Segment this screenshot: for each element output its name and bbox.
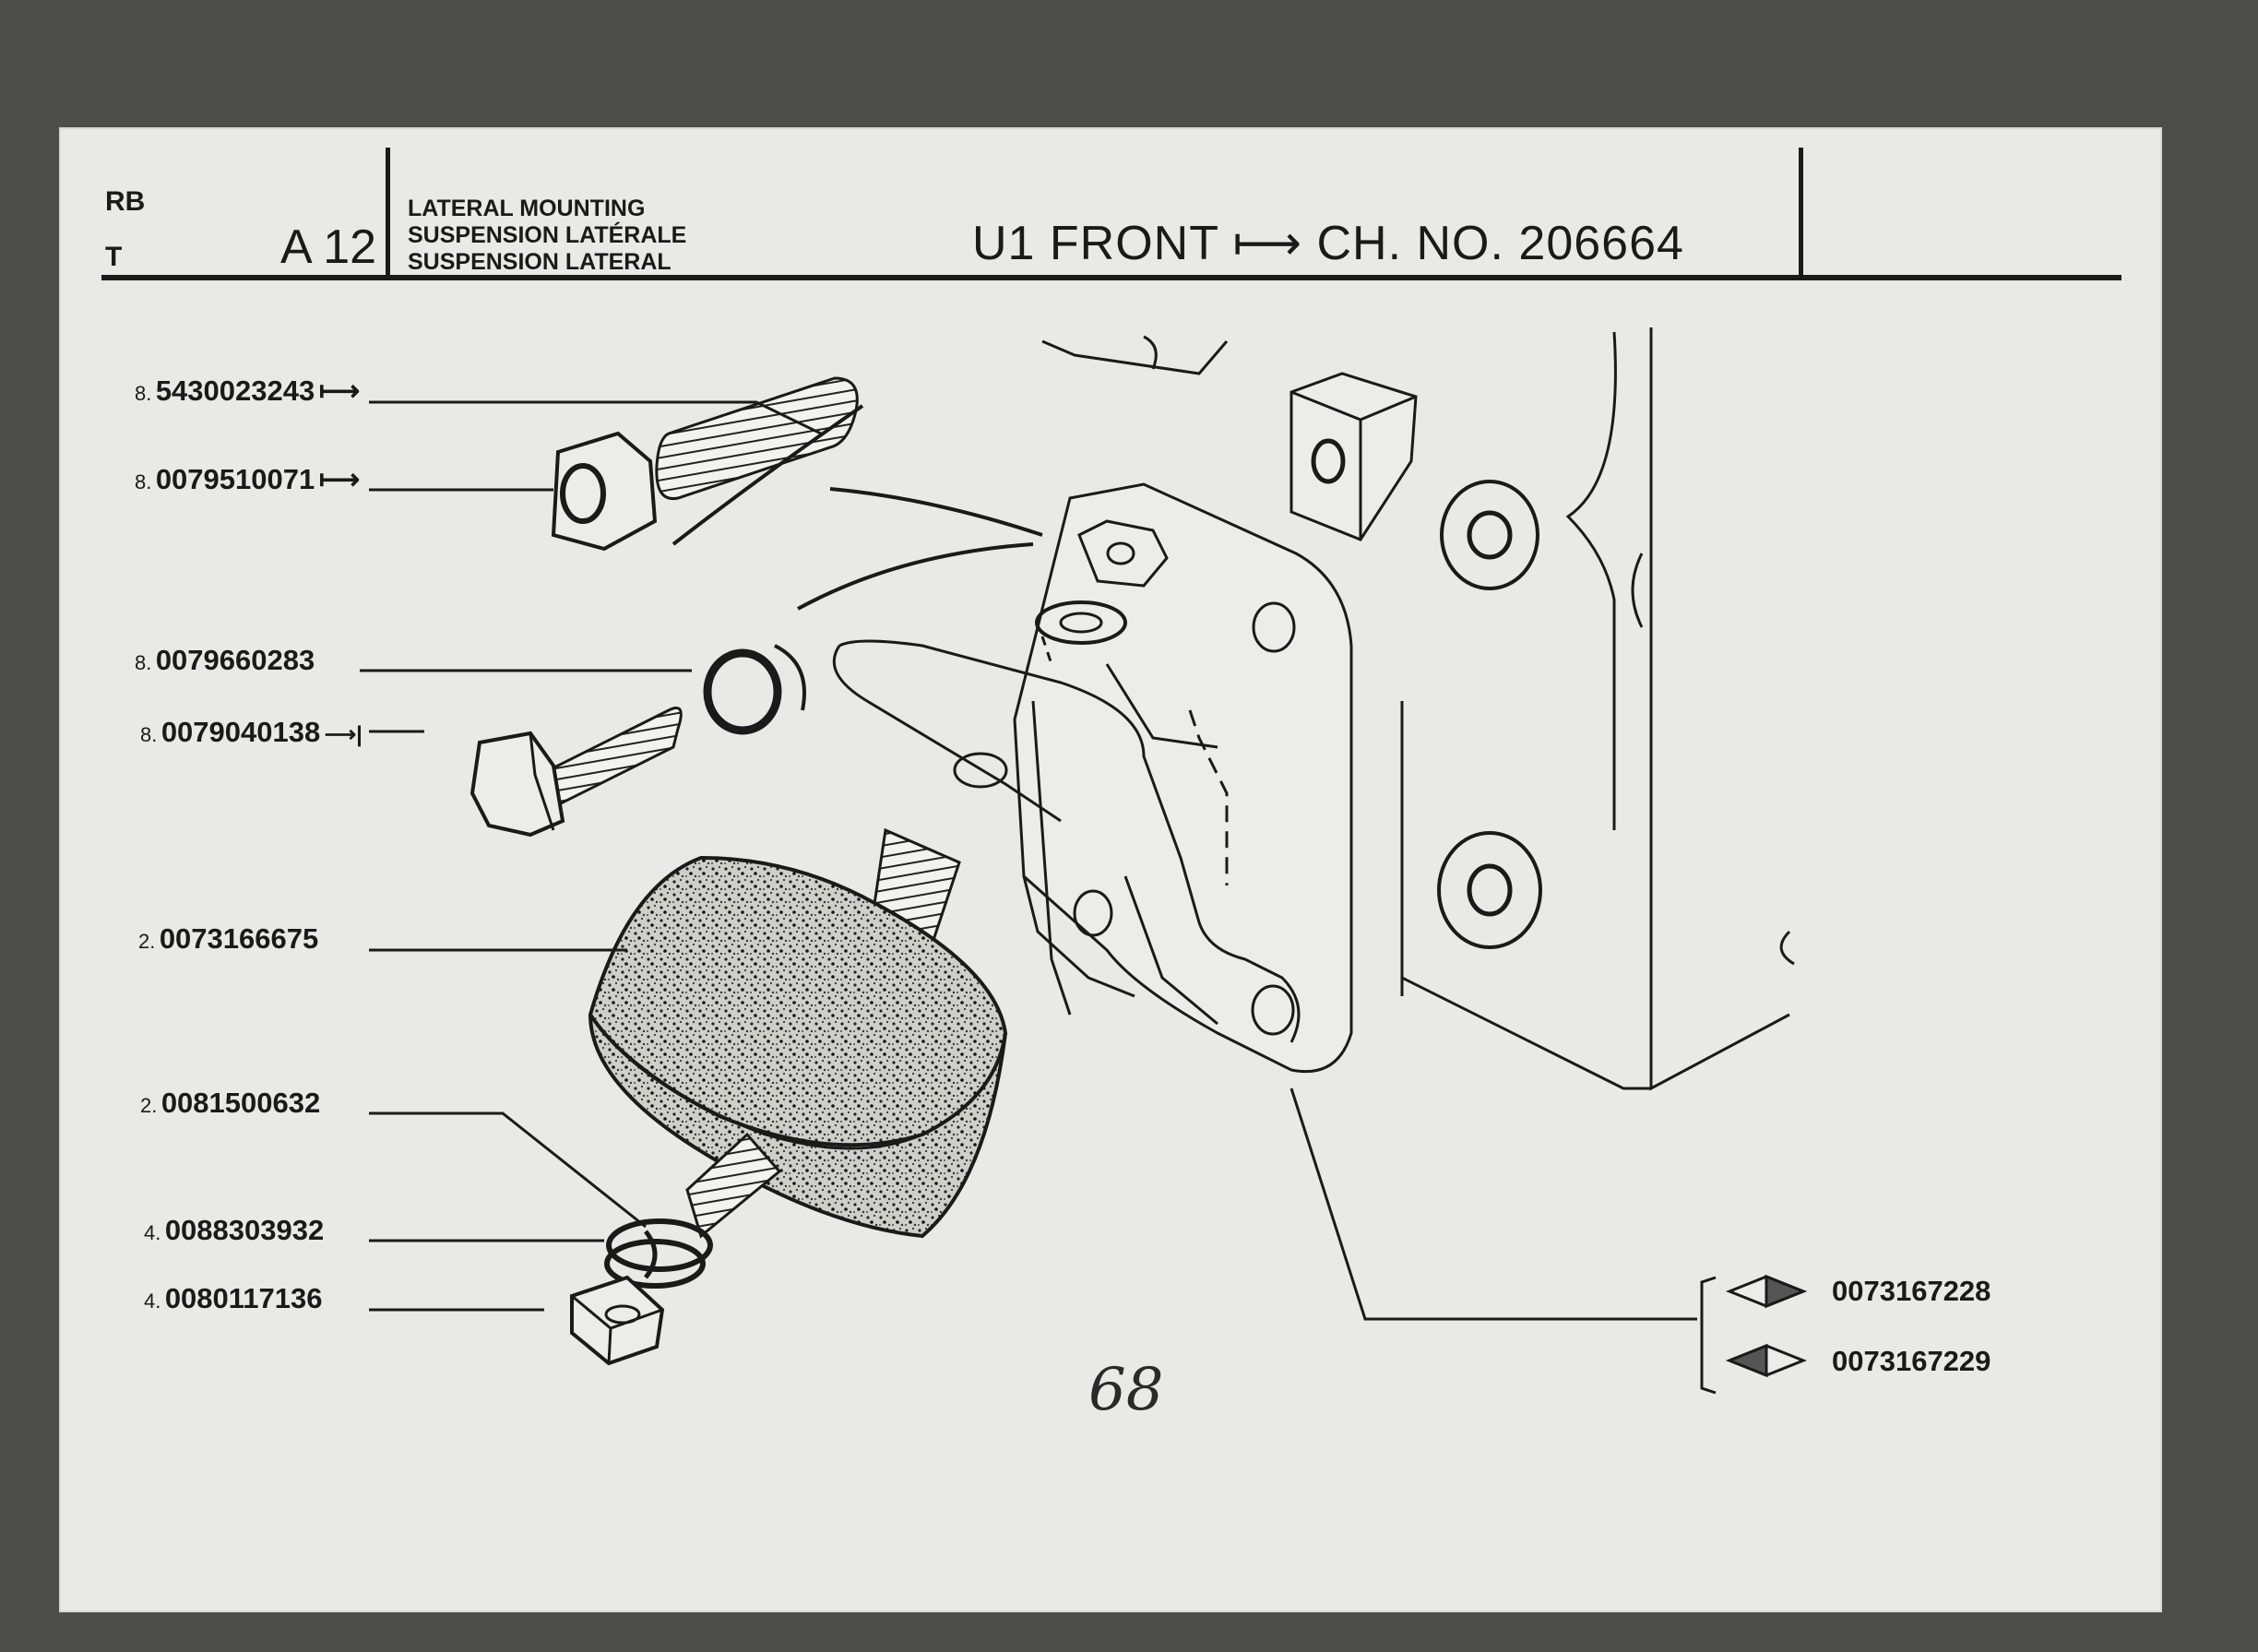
title-fr: SUSPENSION LATÉRALE [408, 222, 687, 248]
header-divider-right [1799, 148, 1803, 279]
header-rb: RB [105, 186, 146, 217]
rubber-mount [588, 827, 1008, 1239]
header-divider-left [386, 148, 390, 279]
title-en: LATERAL MOUNTING [408, 196, 646, 221]
part-label: 8. 0079660283 [135, 644, 315, 676]
part-label: 8. 0079040138 ⟶| [140, 716, 362, 748]
model-banner: U1 FRONT ⟼ CH. NO. 206664 [972, 217, 1684, 270]
lock-washer [703, 644, 806, 735]
part-label: 8. 0079510071 ⟼ [135, 463, 361, 495]
bracket-nut [1035, 519, 1169, 665]
from-chassis-icon: ⟼ [318, 374, 361, 407]
hex-nut-upper [551, 431, 658, 552]
from-chassis-icon: ⟼ [318, 463, 361, 495]
title-es: SUSPENSION LATERAL [408, 249, 671, 275]
catalog-page: RB T A 12 LATERAL MOUNTING SUSPENSION LA… [59, 127, 2162, 1612]
up-to-chassis-icon: ⟶| [324, 722, 362, 747]
hex-nut-lower [570, 1275, 665, 1366]
part-label: 4. 0088303932 [144, 1214, 325, 1246]
part-label: 4. 0080117136 [144, 1282, 323, 1314]
header-rule [101, 275, 2121, 280]
part-label: 2. 0073166675 [138, 922, 319, 955]
section-titles: LATERAL MOUNTING SUSPENSION LATÉRALE SUS… [408, 196, 686, 276]
hex-bolt [469, 707, 683, 838]
bracket-variant-label: 0073167228 [1832, 1275, 1991, 1307]
diamond-right-filled-icon [1725, 1274, 1808, 1309]
group-code: A 12 [280, 220, 377, 274]
flat-washers [604, 1218, 713, 1289]
header-t: T [105, 242, 123, 272]
square-nut [1289, 372, 1418, 541]
page-number: 68 [1088, 1356, 1164, 1424]
diamond-left-filled-icon [1725, 1343, 1808, 1378]
mounting-bracket [832, 482, 1697, 1321]
leader-lines [360, 400, 1717, 1395]
part-label: 8. 5430023243 ⟼ [135, 374, 361, 407]
part-label: 2. 0081500632 [140, 1087, 321, 1119]
threaded-stud [655, 376, 859, 501]
bracket-variant-label: 0073167229 [1832, 1345, 1991, 1377]
engine-block [1041, 327, 1795, 1091]
